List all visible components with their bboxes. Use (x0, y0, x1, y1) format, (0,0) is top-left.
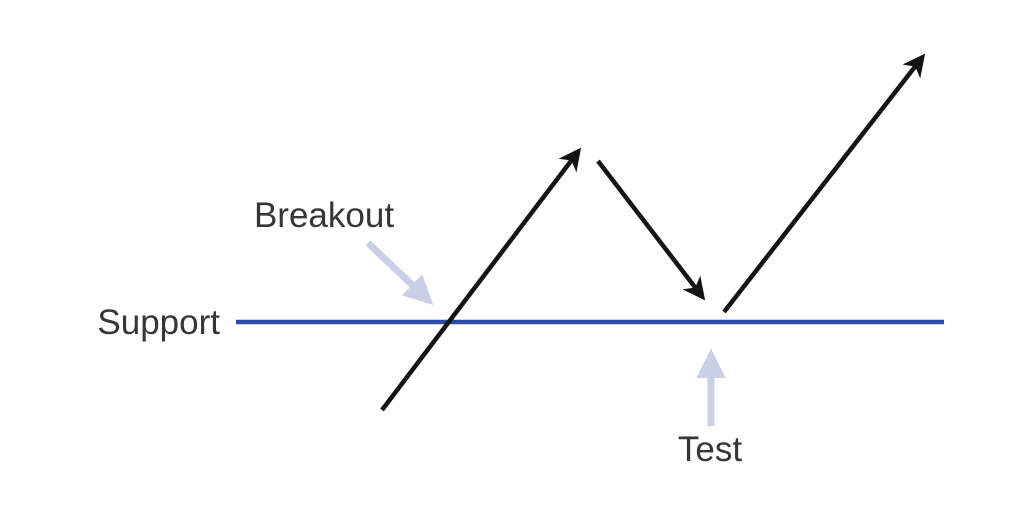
breakout-annotation-arrow (365, 240, 434, 306)
support-label: Support (97, 303, 220, 342)
test-label: Test (678, 430, 742, 469)
price-arrow-breakout-up (380, 147, 582, 412)
breakout-label: Breakout (254, 196, 394, 235)
price-arrow-continuation-up (722, 53, 926, 314)
price-arrow-pullback-down (596, 159, 706, 301)
